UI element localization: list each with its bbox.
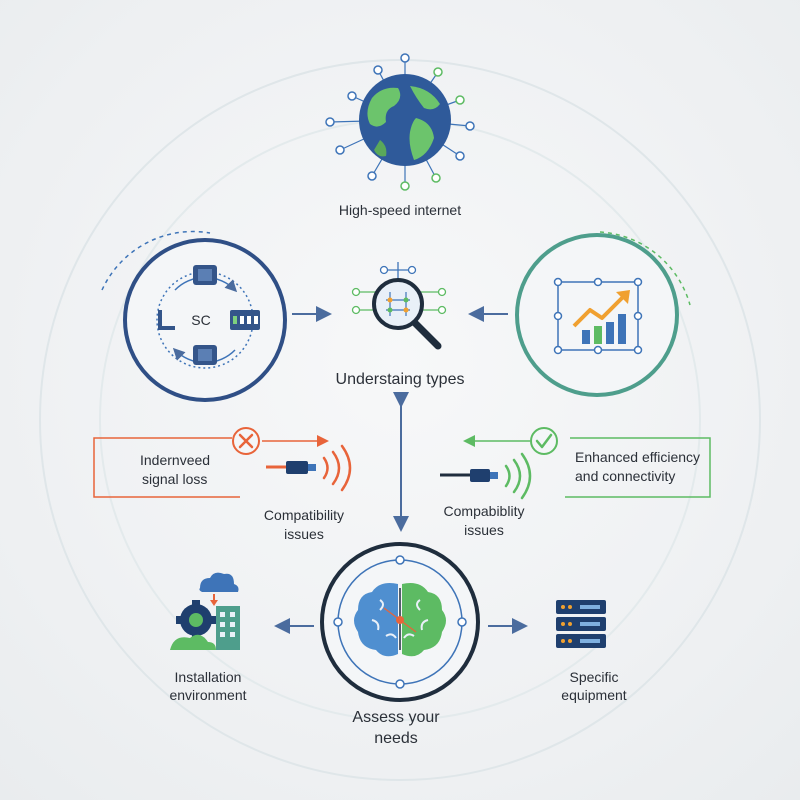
x-circle-icon (232, 427, 260, 455)
cable-icon (158, 310, 175, 330)
left-note-line1: Indernveed (140, 452, 211, 468)
signal-waves-icon (504, 452, 532, 500)
right-note-line1: Enhanced efficiency (575, 449, 701, 465)
magnifier-icon (351, 262, 447, 350)
assess-label-line1: Assess your (352, 709, 440, 726)
left-caption-line1: Compatibility (263, 507, 345, 523)
internet-label: High-speed internet (339, 202, 461, 218)
left-note-line2: signal loss (142, 471, 208, 487)
left-note: Indernveed signal loss (140, 451, 210, 489)
globe-icon (325, 53, 475, 191)
equipment-label-line2: equipment (561, 687, 626, 703)
assess-label-line2: needs (374, 730, 418, 747)
installation-icon (170, 572, 240, 650)
bar-chart-icon (582, 314, 626, 344)
module-icon (230, 310, 260, 330)
equipment-label-line1: Specific (569, 669, 618, 685)
efficiency-node (515, 231, 691, 397)
brain-icon (354, 583, 446, 657)
connector-badge: SC (191, 312, 210, 328)
right-note-line2: and connectivity (575, 468, 676, 484)
left-caption-line2: issues (284, 526, 324, 542)
check-circle-icon (530, 427, 558, 455)
building-icon (216, 606, 240, 650)
connector-node: SC (101, 230, 287, 402)
fiber-plug-icon (266, 461, 316, 474)
server-rack-icon (556, 600, 606, 648)
right-caption-line2: issues (464, 522, 504, 538)
right-note: Enhanced efficiency and connectivity (575, 448, 700, 486)
installation-label-line2: environment (169, 687, 246, 703)
right-caption-line1: Compabiblity (443, 503, 525, 519)
fiber-plug-icon (440, 469, 498, 482)
left-caption: Compatibility issues (244, 506, 364, 544)
signal-waves-icon (322, 444, 352, 492)
understanding-label: Understaing types (336, 371, 465, 388)
right-branch (440, 427, 711, 500)
left-branch (93, 427, 352, 498)
installation-label-line1: Installation (175, 669, 242, 685)
trend-arrow-icon (572, 294, 626, 328)
assess-node (320, 542, 480, 702)
right-caption: Compabiblity issues (424, 502, 544, 540)
